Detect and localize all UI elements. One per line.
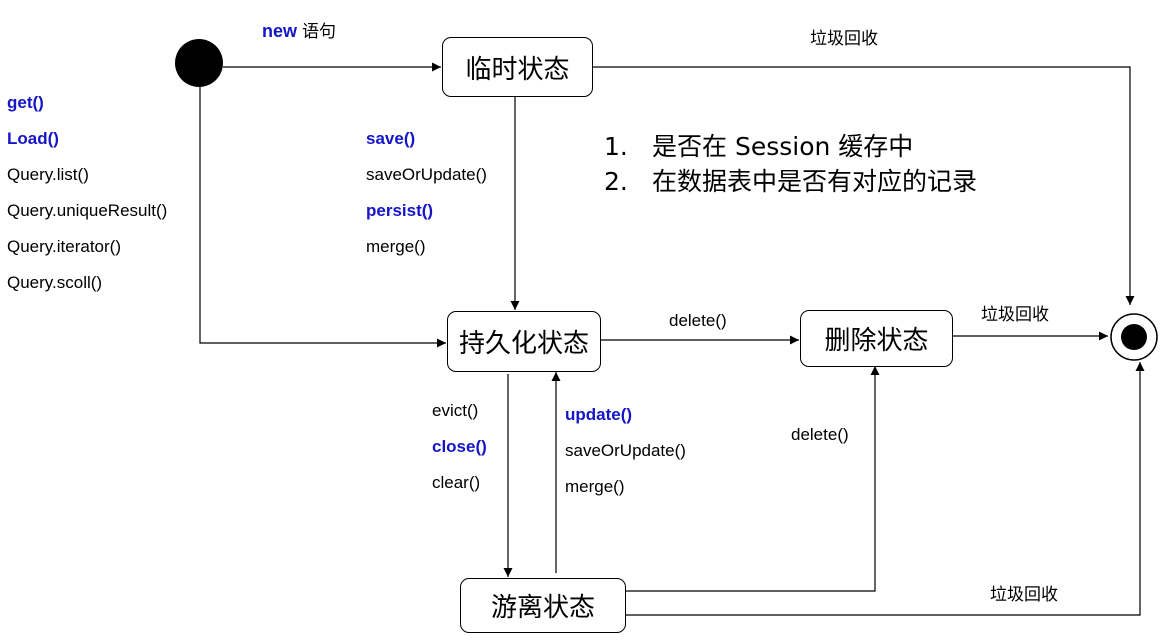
method-update: update() <box>565 405 633 424</box>
edge-gc-transient <box>593 66 1135 305</box>
method-reattach-save-or-update: saveOrUpdate() <box>565 441 686 460</box>
method-save-or-update: saveOrUpdate() <box>366 165 487 184</box>
note-2: 2. 在数据表中是否有对应的记录 <box>604 164 977 200</box>
method-query-scoll: Query.scoll() <box>7 273 103 292</box>
note-1-number: 1. <box>604 132 628 161</box>
method-query-unique-result: Query.uniqueResult() <box>7 201 168 220</box>
note-1-text: 是否在 Session 缓存中 <box>652 132 914 161</box>
method-close: close() <box>432 437 487 456</box>
method-merge: merge() <box>366 237 426 256</box>
method-query-iterator: Query.iterator() <box>7 237 121 256</box>
label-new-statement: new 语句 <box>262 21 336 42</box>
label-gc-detached: 垃圾回收 <box>990 585 1058 605</box>
label-gc-transient: 垃圾回收 <box>810 29 878 49</box>
note-2-text: 在数据表中是否有对应的记录 <box>652 167 978 196</box>
label-new-rest: 语句 <box>302 22 337 42</box>
note-2-number: 2. <box>604 167 628 196</box>
label-new-keyword: new <box>262 21 298 41</box>
method-clear: clear() <box>432 473 481 492</box>
edge-delete-detached <box>625 366 880 592</box>
state-deleted: 删除状态 <box>800 310 953 367</box>
method-query-list: Query.list() <box>7 165 89 184</box>
method-persist: persist() <box>366 201 434 220</box>
edge-gc-detached <box>625 362 1145 616</box>
method-evict: evict() <box>432 401 479 420</box>
label-gc-deleted: 垃圾回收 <box>981 305 1049 325</box>
method-get: get() <box>7 93 44 112</box>
label-delete-detached: delete() <box>791 425 849 444</box>
state-transient: 临时状态 <box>442 37 593 97</box>
method-load: Load() <box>7 129 59 148</box>
initial-node <box>175 39 223 87</box>
method-save: save() <box>366 129 416 148</box>
state-persistent: 持久化状态 <box>447 311 601 372</box>
edge-load <box>199 87 446 348</box>
method-reattach-merge: merge() <box>565 477 625 496</box>
state-detached: 游离状态 <box>460 578 626 633</box>
final-node-core <box>1121 324 1147 350</box>
note-1: 1. 是否在 Session 缓存中 <box>604 129 913 165</box>
label-delete: delete() <box>669 311 727 330</box>
